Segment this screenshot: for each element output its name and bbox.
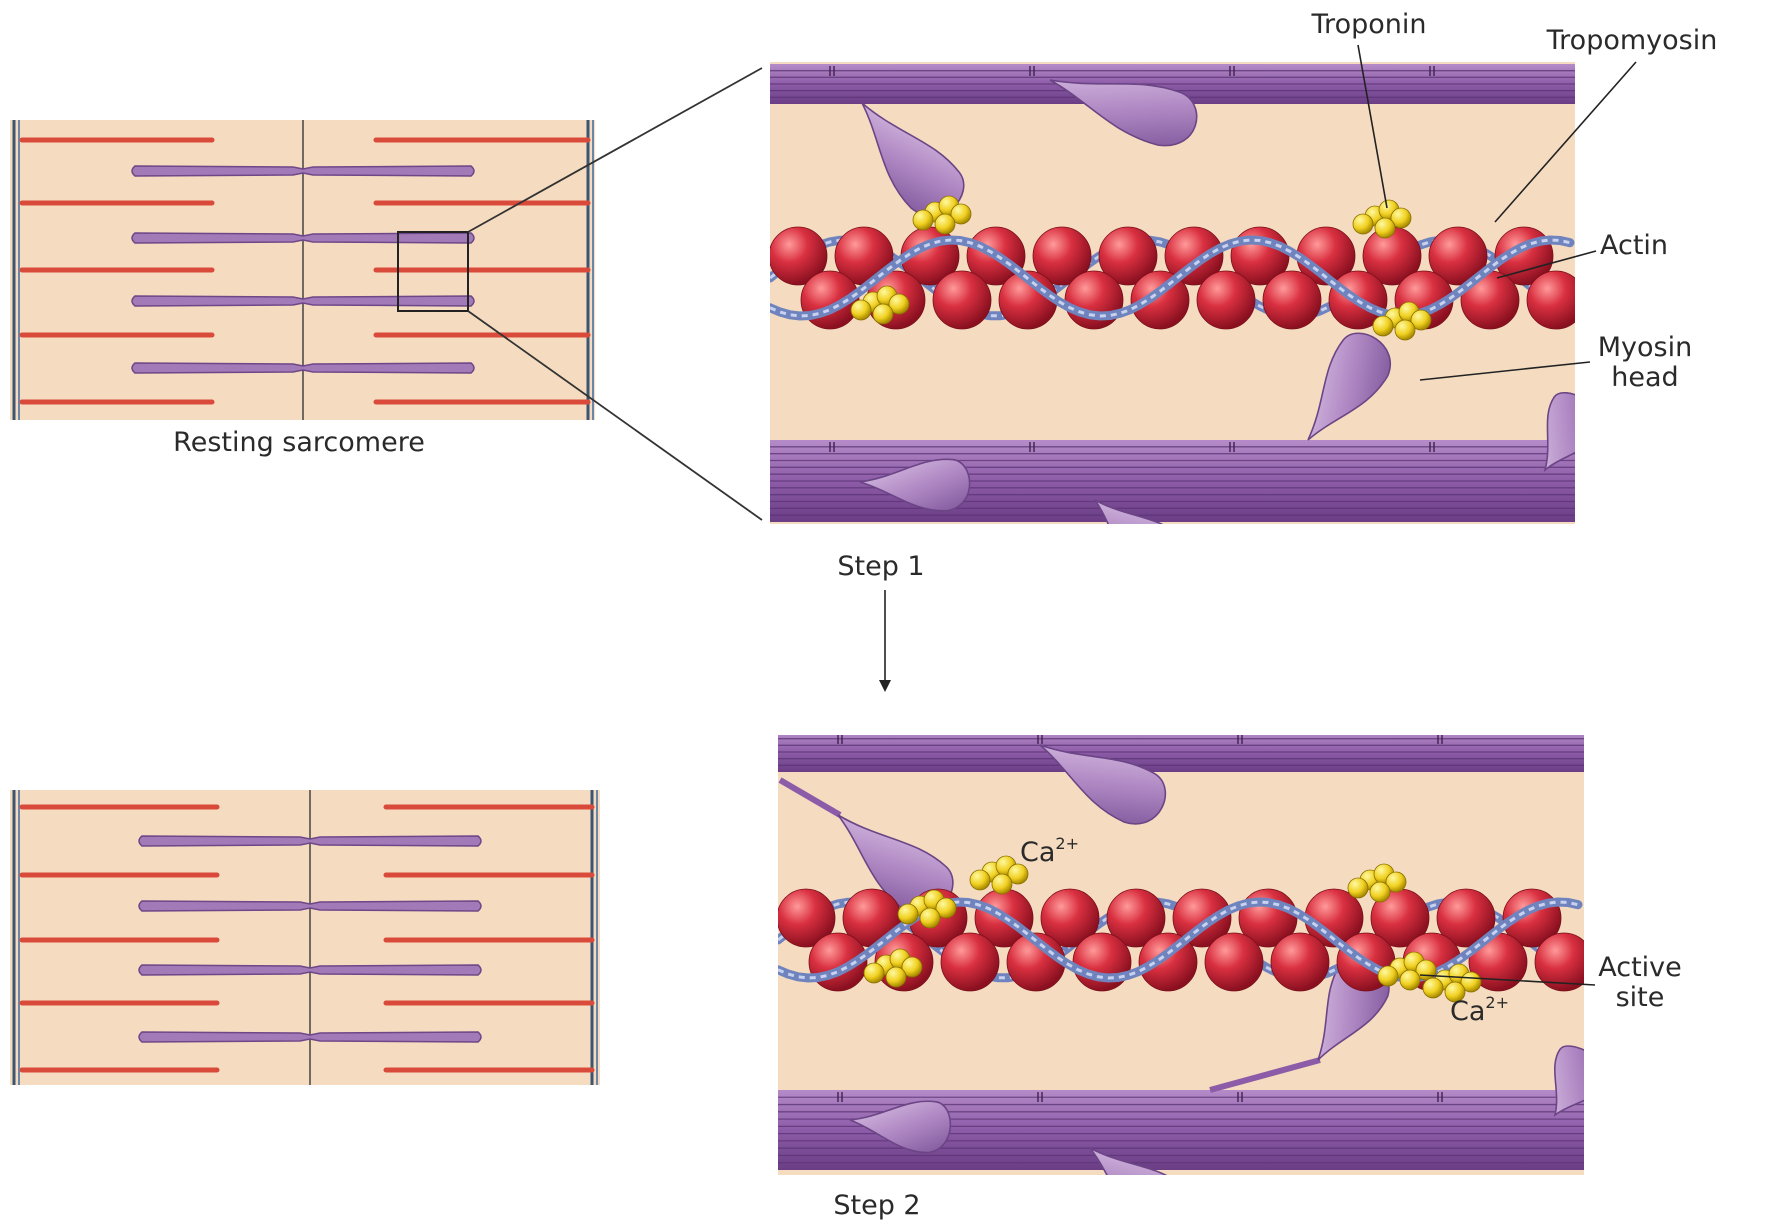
- troponin-label: Troponin: [1311, 9, 1427, 40]
- actin-monomer: [1073, 933, 1131, 991]
- troponin-subunit: [1370, 882, 1390, 902]
- step1-label: Step 1: [837, 551, 924, 582]
- actin-monomer: [1271, 933, 1329, 991]
- troponin-subunit: [913, 210, 933, 230]
- step2-detail-panel: [777, 720, 1615, 1225]
- actin-monomer: [1527, 271, 1585, 329]
- actin-label: Actin: [1600, 230, 1668, 261]
- resting-sarcomere-panel: Resting sarcomere: [10, 120, 595, 458]
- step2-label: Step 2: [833, 1190, 920, 1221]
- actin-monomer: [933, 271, 991, 329]
- step1-detail-panel: [769, 53, 1611, 589]
- troponin-subunit: [1423, 978, 1443, 998]
- active-site-label-line1: Active: [1598, 952, 1682, 983]
- actin-monomer: [1205, 933, 1263, 991]
- troponin-subunit: [864, 963, 884, 983]
- troponin-subunit: [935, 214, 955, 234]
- active-site-label-line2: site: [1616, 982, 1665, 1013]
- troponin-subunit: [992, 874, 1012, 894]
- tropomyosin-label: Tropomyosin: [1546, 25, 1718, 56]
- actin-monomer: [941, 933, 999, 991]
- myosin-head-label-line2: head: [1611, 362, 1678, 393]
- troponin-subunit: [920, 908, 940, 928]
- troponin-subunit: [886, 967, 906, 987]
- troponin-subunit: [898, 904, 918, 924]
- actin-monomer: [1263, 271, 1321, 329]
- troponin-subunit: [1395, 320, 1415, 340]
- thick-filament-top-2: [778, 732, 1584, 772]
- myosin-head-label-line1: Myosin: [1598, 332, 1692, 363]
- troponin-subunit: [970, 870, 990, 890]
- step-arrow-head: [879, 680, 891, 692]
- troponin-subunit: [1353, 214, 1373, 234]
- troponin-subunit: [1375, 218, 1395, 238]
- troponin-subunit: [1378, 966, 1398, 986]
- troponin-subunit: [851, 300, 871, 320]
- troponin-subunit: [873, 304, 893, 324]
- troponin-subunit: [1373, 316, 1393, 336]
- actin-monomer: [1065, 271, 1123, 329]
- troponin-subunit: [1348, 878, 1368, 898]
- resting-sarcomere-caption: Resting sarcomere: [173, 427, 425, 458]
- troponin-subunit: [1400, 970, 1420, 990]
- actin-monomer: [1197, 271, 1255, 329]
- contracted-sarcomere-panel: [10, 790, 600, 1085]
